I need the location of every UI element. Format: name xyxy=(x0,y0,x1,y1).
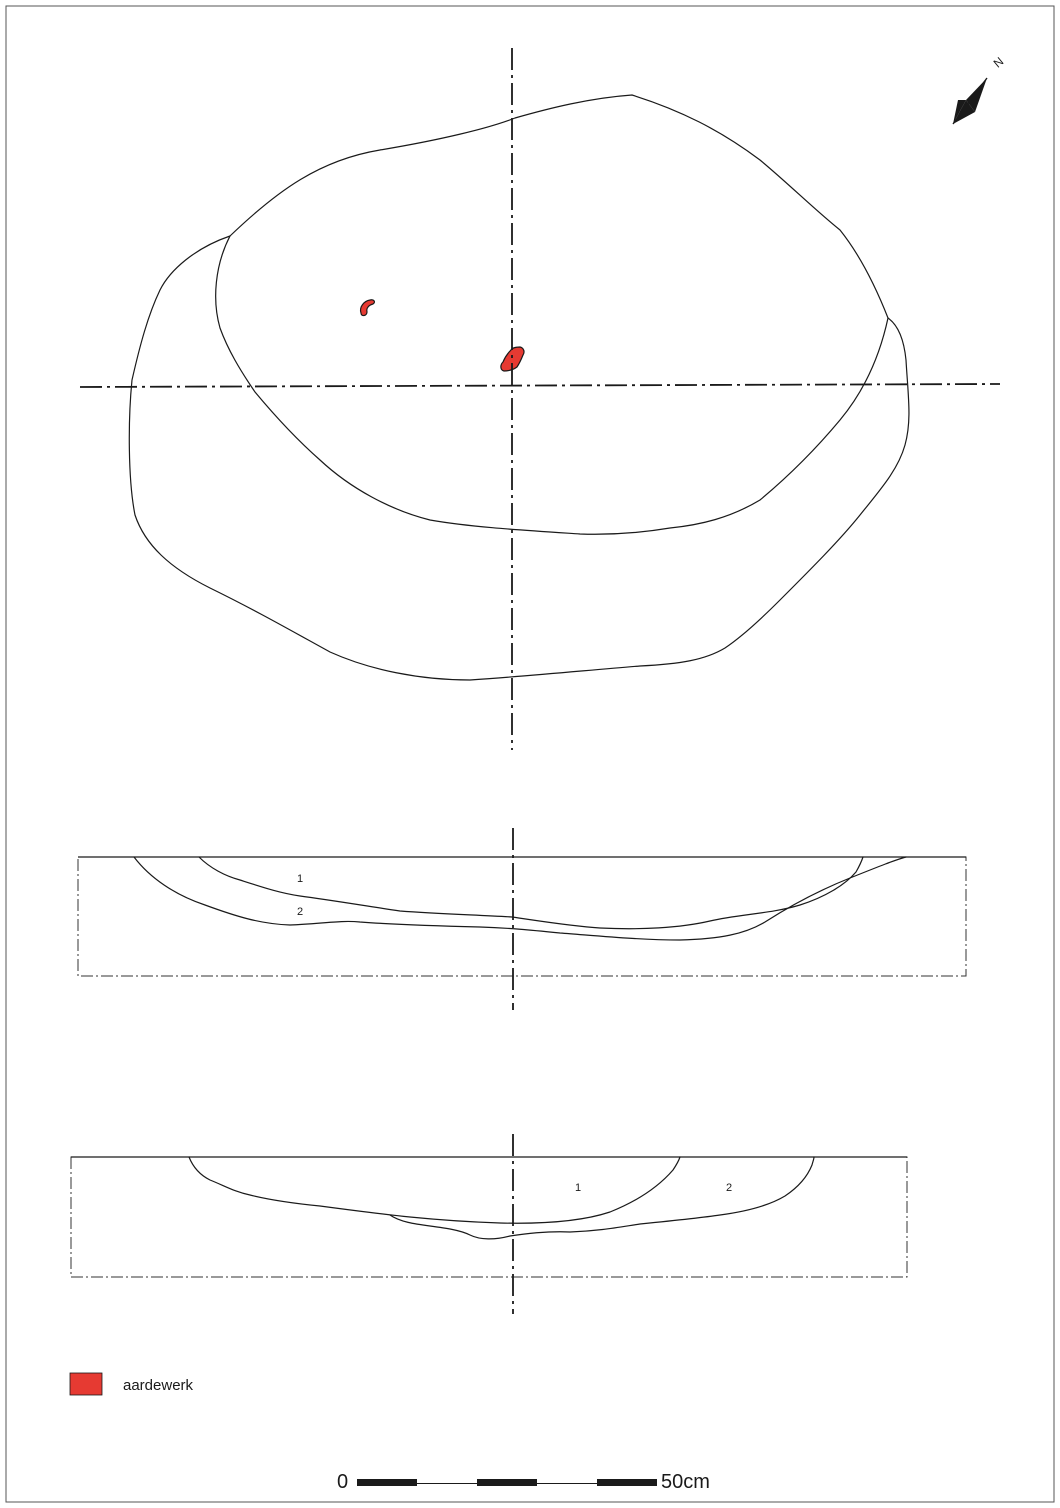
section-1-layer-1-boundary xyxy=(198,856,864,930)
section-2-layer-1-boundary xyxy=(188,1156,681,1224)
section-1-layer-2-label: 2 xyxy=(297,906,303,918)
scale-segment-dark xyxy=(477,1479,537,1486)
scale-bar: 0 50cm xyxy=(337,1471,710,1493)
section-1-layer-2-boundary xyxy=(133,856,907,941)
north-arrow-icon xyxy=(952,77,988,125)
pottery-find xyxy=(500,346,525,372)
legend: aardewerk xyxy=(69,1372,194,1396)
page-border xyxy=(5,5,1055,1503)
scale-bar-segments xyxy=(357,1479,657,1486)
scale-bar-start-label: 0 xyxy=(337,1471,348,1493)
section-2-frame xyxy=(70,1156,908,1278)
plan-view xyxy=(128,94,910,681)
scale-bar-end-label: 50cm xyxy=(661,1471,710,1493)
legend-swatch-aardewerk xyxy=(69,1372,103,1396)
section-2: 1 2 xyxy=(70,1156,908,1278)
section-1-frame xyxy=(77,856,967,977)
section-2-layer-2-label: 2 xyxy=(726,1182,732,1194)
pottery-find xyxy=(359,299,376,317)
plan-axis-horizontal xyxy=(79,383,1001,388)
section-2-layer-1-label: 1 xyxy=(575,1182,581,1194)
north-label: N xyxy=(991,54,1007,70)
plan-inner-outline xyxy=(215,94,889,535)
scale-segment-dark xyxy=(597,1479,657,1486)
section-1-layer-1-label: 1 xyxy=(297,873,303,885)
plan-outer-outline xyxy=(128,235,910,681)
north-arrow: N xyxy=(952,54,1007,125)
section-1: 1 2 xyxy=(77,856,967,977)
scale-segment-light xyxy=(417,1483,477,1484)
legend-label-aardewerk: aardewerk xyxy=(123,1377,194,1394)
scale-segment-dark xyxy=(357,1479,417,1486)
scale-segment-light xyxy=(537,1483,597,1484)
section-2-layer-2-boundary xyxy=(389,1156,815,1240)
